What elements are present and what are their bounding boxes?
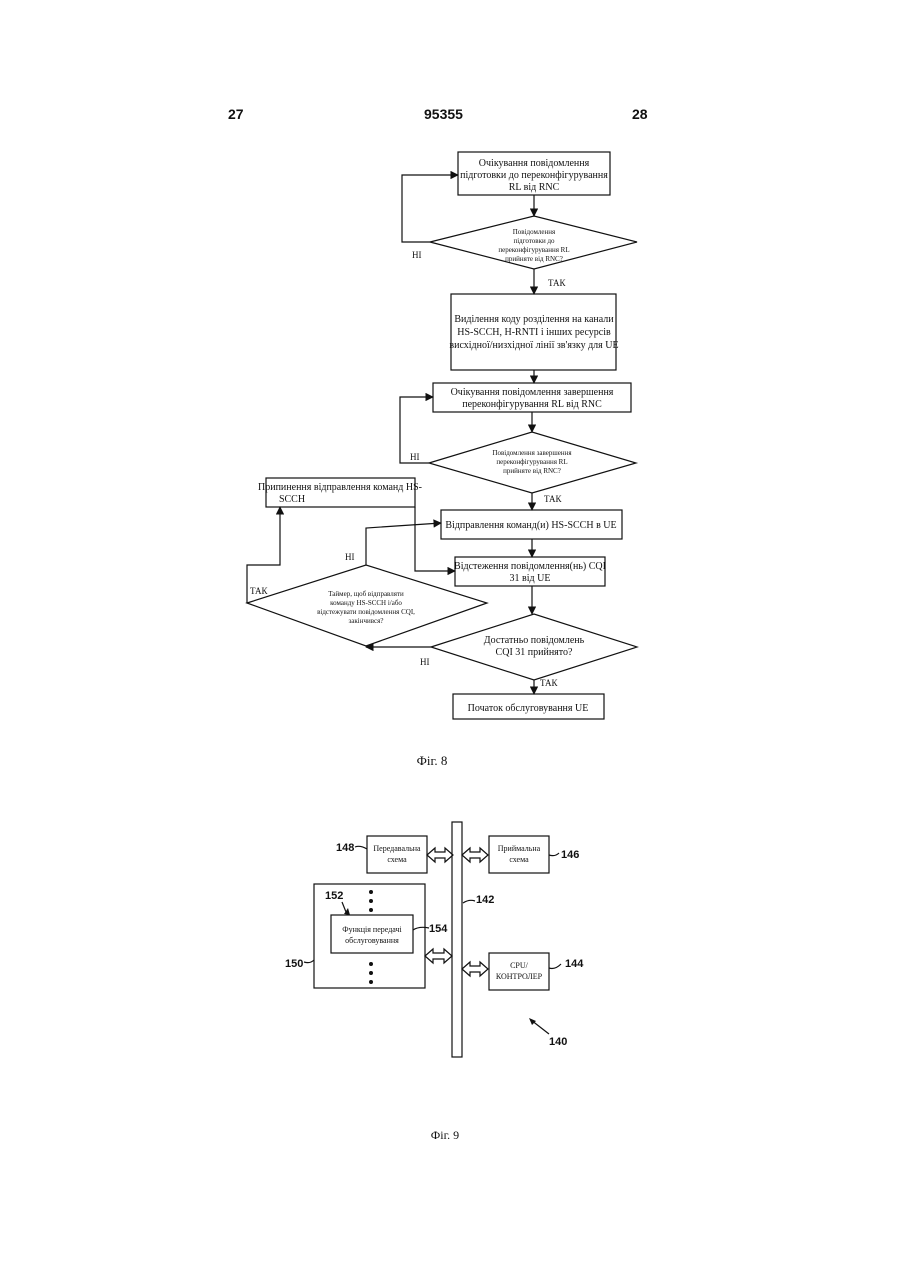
box-allocate-line3: висхідної/низхідної лінії зв'язку для UE: [449, 340, 618, 351]
box-allocate-line1: Виділення коду розділення на канали: [454, 314, 614, 325]
leader-150: [304, 960, 314, 963]
ref-148: 148: [336, 842, 354, 854]
box-monitor-cqi-line2: 31 від UE: [510, 573, 551, 584]
box-allocate-line2: HS-SCCH, H-RNTI і інших ресурсів: [457, 327, 611, 338]
label-yes-4: ТАК: [540, 678, 559, 688]
cpu-controller-line1: CPU/: [510, 961, 529, 970]
box-wait-prepare-line3: RL від RNC: [509, 182, 560, 193]
label-yes-3: ТАК: [250, 586, 269, 596]
decision-timer-line3: відстежувати повідомлення CQI,: [317, 608, 415, 616]
label-yes-2: ТАК: [544, 494, 563, 504]
decision-complete-line1: Повідомлення завершення: [492, 449, 572, 457]
receive-circuit-line1: Приймальна: [498, 844, 541, 853]
leader-146: [549, 853, 559, 856]
figure-9-caption: Фіг. 9: [431, 1128, 459, 1142]
leader-142: [463, 900, 475, 903]
box-stop-sending-line1: Припинення відправлення команд HS-: [258, 482, 422, 493]
receive-circuit-line2: схема: [509, 855, 529, 864]
box-wait-prepare-line1: Очікування повідомлення: [479, 158, 590, 169]
ref-154: 154: [429, 923, 448, 935]
box-start-service-label: Початок обслуговування UE: [468, 703, 589, 714]
arrow-bus-receive: [462, 848, 488, 862]
handover-function-line1: Функція передачі: [342, 925, 402, 934]
arrowhead-140: [529, 1018, 536, 1025]
leader-152: [342, 902, 346, 912]
decision-complete-line2: переконфігурування RL: [496, 458, 567, 466]
label-no-1: НІ: [412, 250, 422, 260]
label-no-4: НІ: [420, 657, 430, 667]
transmit-circuit-line1: Передавальна: [373, 844, 421, 853]
decision-enough-cqi-line1: Достатньо повідомлень: [484, 635, 585, 646]
label-yes-1: ТАК: [548, 278, 567, 288]
leader-144: [549, 964, 561, 969]
arrow-bus-cpu: [462, 962, 488, 976]
leader-148: [355, 846, 367, 849]
decision-prepare-line2: підготовки до: [513, 237, 555, 245]
box-wait-complete-line1: Очікування повідомлення завершення: [451, 387, 614, 398]
ref-146: 146: [561, 849, 579, 861]
box-monitor-cqi-line1: Відстеження повідомлення(нь) CQI: [454, 561, 606, 572]
ref-150: 150: [285, 958, 303, 970]
decision-prepare-line1: Повідомлення: [513, 228, 556, 236]
handover-function-line2: обслуговування: [345, 936, 399, 945]
label-no-3: НІ: [345, 552, 355, 562]
ref-142: 142: [476, 894, 494, 906]
bus-142: [452, 822, 462, 1057]
decision-enough-cqi-line2: CQI 31 прийнято?: [496, 647, 573, 658]
decision-timer-line1: Таймер, щоб відправляти: [328, 590, 404, 598]
ref-152: 152: [325, 890, 343, 902]
handover-function-box: [331, 915, 413, 953]
arrow-memory-bus: [425, 949, 452, 963]
cpu-controller-line2: КОНТРОЛЕР: [496, 972, 543, 981]
box-stop-sending-line2: SCCH: [279, 494, 305, 505]
decision-timer-line4: закінчився?: [349, 617, 384, 625]
box-send-commands-label: Відправлення команд(и) HS-SCCH в UE: [445, 520, 616, 531]
ref-144: 144: [565, 958, 584, 970]
decision-prepare-line4: прийняте від RNC?: [505, 255, 563, 263]
box-wait-complete-line2: переконфігурування RL від RNC: [462, 399, 602, 410]
box-wait-prepare-line2: підготовки до переконфігурування: [460, 170, 608, 181]
decision-timer-line2: команду HS-SCCH і/або: [330, 599, 402, 607]
transmit-circuit-line2: схема: [387, 855, 407, 864]
ref-140: 140: [549, 1036, 567, 1048]
figure-8-caption: Фіг. 8: [417, 753, 448, 768]
label-no-2: НІ: [410, 452, 420, 462]
leader-154: [413, 927, 429, 930]
decision-prepare-line3: переконфігурування RL: [498, 246, 569, 254]
decision-complete-line3: прийняте від RNC?: [503, 467, 561, 475]
arrow-transmit-bus: [427, 848, 453, 862]
